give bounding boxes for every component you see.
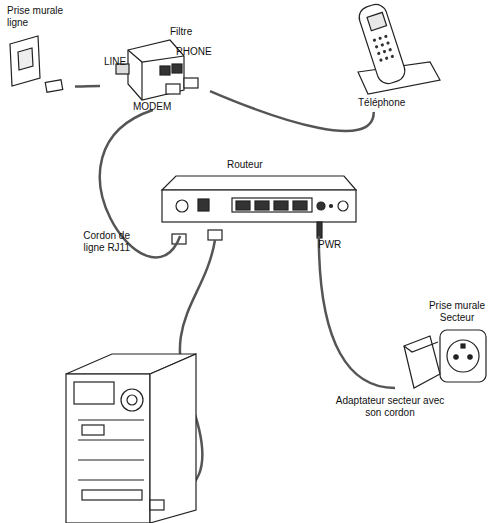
- router-button: [176, 200, 188, 212]
- adapter-edge: [404, 342, 438, 352]
- port-label: MODEM: [133, 101, 171, 113]
- lan-block: [232, 198, 312, 212]
- cable-label: Adaptateur secteur avec son cordon: [334, 395, 446, 419]
- filter-edge: [141, 62, 142, 100]
- tower-back: [66, 374, 150, 523]
- wall-jack: [10, 36, 63, 92]
- device-label: Routeur: [227, 159, 287, 171]
- outlet-socket: [447, 340, 479, 372]
- fan-hub: [127, 395, 137, 405]
- rj11-plug: [45, 80, 62, 93]
- cable-connector: [319, 236, 395, 388]
- device-node: Routeur: [155, 158, 365, 236]
- outlet-plate: [440, 330, 486, 382]
- power-switch: [338, 201, 348, 211]
- port-label: PHONE: [176, 46, 212, 58]
- slot-line: [78, 439, 144, 440]
- io-port: [82, 425, 104, 435]
- filter-case: [128, 40, 184, 100]
- earth-pin: [461, 344, 465, 348]
- lan-port: [255, 201, 269, 210]
- jack-socket: [18, 48, 33, 70]
- device-label: Filtre: [170, 26, 208, 38]
- telephone-drawing: [356, 2, 440, 94]
- phone-handset: [356, 2, 407, 87]
- phone-screen: [367, 12, 387, 30]
- computer-drawing: [66, 354, 196, 523]
- device-label: Prise murale Secteur: [421, 300, 493, 324]
- router-top: [162, 176, 356, 190]
- router-drawing: [162, 176, 356, 244]
- power-jack: [317, 202, 325, 210]
- router-front: [162, 190, 356, 222]
- lan-port: [293, 201, 307, 210]
- cable-connector: [75, 85, 100, 88]
- phone-port: [160, 66, 170, 75]
- device-label: Téléphone: [358, 97, 438, 109]
- rj11-port: [198, 199, 209, 211]
- port-label: LINE: [104, 56, 126, 68]
- fan: [121, 389, 143, 411]
- modem-port: [172, 64, 182, 73]
- power-supply: [74, 382, 114, 404]
- phone-keys: [372, 34, 394, 62]
- slot-line: [78, 459, 144, 460]
- led: [330, 205, 333, 208]
- cable-label: Cordon de ligne RJ11: [66, 230, 130, 254]
- power-adapter: [404, 336, 440, 388]
- outlet-hole: [468, 355, 472, 359]
- device-node: Prise murale Secteur: [395, 298, 495, 398]
- jack-plate: [10, 36, 40, 86]
- lan-port: [274, 201, 288, 210]
- rj11-plug: [184, 78, 198, 88]
- rj45-plug: [208, 230, 222, 240]
- expansion-card: [82, 490, 142, 500]
- port-label: PWR: [318, 239, 341, 251]
- device-node: Téléphone: [350, 0, 445, 112]
- device-label: Prise murale ligne: [7, 5, 69, 29]
- rj45-plug: [150, 500, 164, 510]
- power-plug: [317, 222, 322, 238]
- outlet-hole: [454, 355, 458, 359]
- cable-connector: [210, 91, 374, 131]
- slot-line: [78, 479, 144, 480]
- device-node: Prise murale ligne: [5, 3, 75, 98]
- power-outlet-drawing: [404, 330, 486, 388]
- slot-line: [78, 419, 144, 420]
- rj11-plug: [166, 84, 180, 94]
- lan-port: [236, 201, 250, 210]
- filter-edge: [128, 50, 184, 62]
- tower-side: [150, 354, 196, 523]
